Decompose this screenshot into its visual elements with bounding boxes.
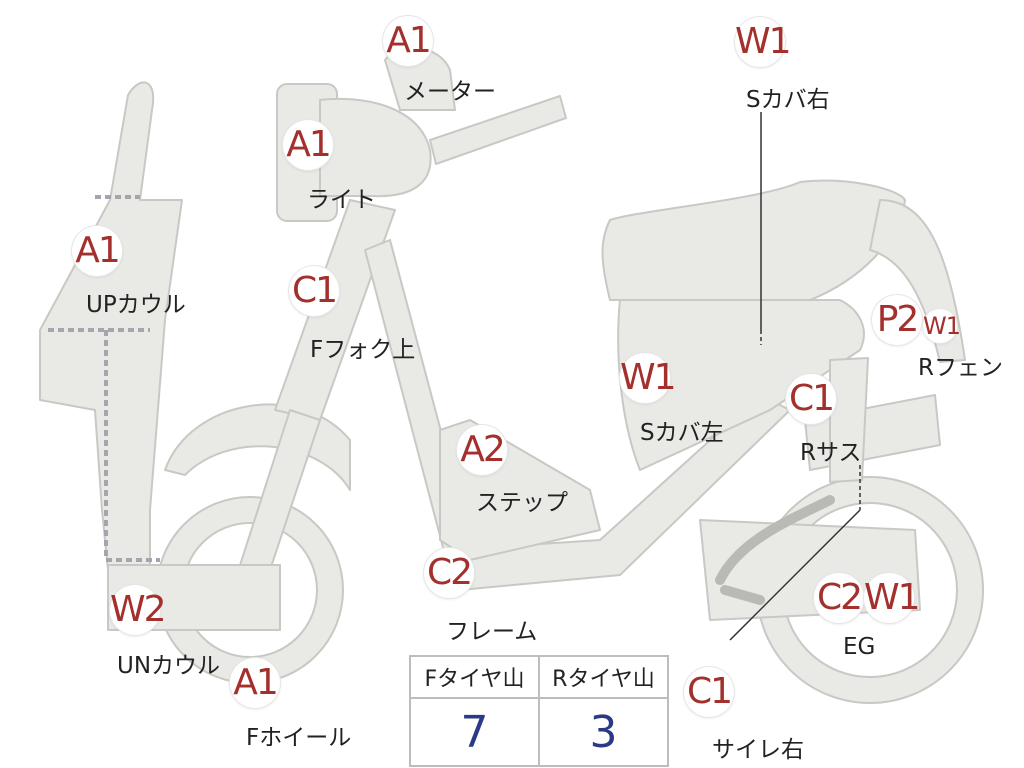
light-code-badge[interactable]: A1 (283, 120, 333, 170)
step-code-badge[interactable]: A2 (457, 425, 507, 475)
rear-suspension-label: Rサス (800, 440, 862, 466)
meter-code-badge[interactable]: A1 (383, 16, 433, 66)
front-wheel-label: Fホイール (246, 725, 352, 751)
muffler-right-code-badge[interactable]: C1 (684, 667, 734, 717)
un-cowl-code-badge[interactable]: W2 (110, 585, 167, 635)
light-label: ライト (307, 187, 376, 213)
rear-fender-code-badge-w1[interactable]: W1 (923, 309, 961, 343)
front-tire-header: Fタイヤ山 (409, 655, 540, 699)
side-cover-right-label: Sカバ右 (746, 87, 830, 113)
front-tire-value[interactable]: 7 (409, 697, 540, 767)
side-cover-left-label: Sカバ左 (640, 420, 724, 446)
meter-label: メーター (404, 79, 496, 105)
engine-code-badge-w1[interactable]: W1 (864, 573, 921, 623)
engine-code-badge-c2[interactable]: C2 (814, 573, 864, 623)
rear-fender-code-badge-p2[interactable]: P2 (872, 295, 922, 345)
up-cowl-code-badge[interactable]: A1 (72, 226, 122, 276)
un-cowl-label: UNカウル (117, 653, 221, 679)
side-cover-right-code-badge[interactable]: W1 (735, 17, 792, 67)
engine-label: EG (843, 634, 876, 660)
side-cover-left-code-badge[interactable]: W1 (620, 353, 677, 403)
fork-upper-code-badge[interactable]: C1 (289, 266, 339, 316)
step-label: ステップ (476, 490, 568, 516)
rear-fender-label: Rフェン (918, 355, 1003, 381)
frame-code-badge[interactable]: C2 (424, 548, 474, 598)
rear-tire-value[interactable]: 3 (538, 697, 669, 767)
up-cowl-label: UPカウル (86, 292, 186, 318)
front-wheel-code-badge[interactable]: A1 (230, 658, 280, 708)
tire-tread-table: Fタイヤ山 Rタイヤ山 7 3 (409, 655, 669, 767)
rear-tire-header: Rタイヤ山 (538, 655, 669, 699)
muffler-right-label: サイレ右 (712, 737, 804, 763)
fork-upper-label: Fフォク上 (310, 337, 416, 363)
frame-label: フレーム (446, 619, 538, 645)
rear-suspension-code-badge[interactable]: C1 (786, 374, 836, 424)
